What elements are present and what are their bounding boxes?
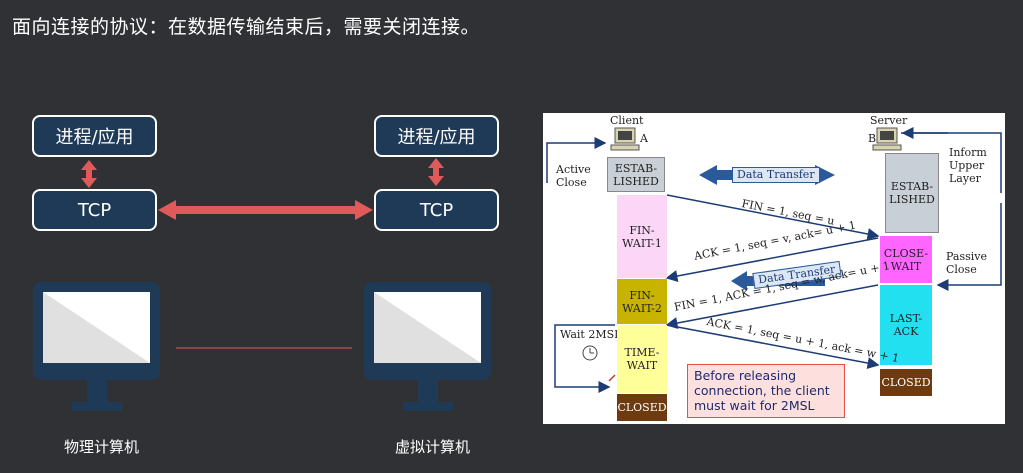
virtual-computer-label: 虚拟计算机 — [395, 438, 471, 456]
wait-2msl-label: Wait 2MSL — [560, 328, 622, 341]
server-state-close-wait: CLOSE- WAIT — [880, 236, 932, 283]
pointer-mark — [608, 374, 616, 382]
clock-icon — [582, 345, 598, 361]
tcp-label: TCP — [419, 199, 454, 221]
tcp-connection-arrow — [158, 200, 373, 220]
server-state-last-ack: LAST- ACK — [880, 285, 932, 365]
client-state-time-wait-label: TIME- WAIT — [624, 346, 660, 372]
vertical-arrow-right — [428, 158, 444, 186]
process-box-virtual: 进程/应用 — [374, 115, 499, 157]
server-state-closed: CLOSED — [880, 369, 932, 396]
page-title: 面向连接的协议：在数据传输结束后，需要关闭连接。 — [12, 16, 481, 38]
server-state-last-ack-label: LAST- ACK — [889, 312, 923, 338]
vertical-arrow-left — [81, 160, 97, 188]
server-label: Server — [870, 114, 908, 127]
active-close-label: Active Close — [556, 163, 591, 189]
tcp-box-virtual: TCP — [374, 189, 499, 231]
message-arrow-fin-ack — [665, 284, 879, 329]
client-label: Client — [610, 114, 644, 127]
client-pc-icon — [610, 127, 640, 151]
server-letter: B — [868, 132, 877, 145]
server-pc-icon — [872, 127, 902, 151]
message-arrow-fin — [666, 194, 880, 240]
inform-upper-label: Inform Upper Layer — [949, 146, 987, 185]
process-box-physical: 进程/应用 — [32, 115, 157, 157]
client-state-fin-wait-2-label: FIN- WAIT-2 — [622, 288, 662, 315]
active-close-arrow — [546, 137, 607, 183]
tcp-label: TCP — [77, 199, 112, 221]
tcp-box-physical: TCP — [32, 189, 157, 231]
client-state-time-wait: TIME- WAIT — [617, 325, 667, 393]
tcp-termination-figure: Client A Server B Active Close Passive C… — [543, 113, 1005, 424]
message-arrow-ack1 — [665, 237, 879, 282]
client-state-established-label: ESTAB- LISHED — [613, 161, 659, 188]
process-label: 进程/应用 — [55, 127, 134, 148]
client-state-fin-wait-1: FIN- WAIT-1 — [617, 195, 667, 278]
client-state-closed-label: CLOSED — [617, 401, 667, 414]
physical-computer-label: 物理计算机 — [64, 438, 140, 456]
client-state-fin-wait-1-label: FIN- WAIT-1 — [622, 223, 662, 250]
server-state-established-label: ESTAB- LISHED — [889, 180, 935, 206]
client-wait-note: Before releasing connection, the client … — [687, 364, 845, 418]
wait-2msl-arrow — [554, 324, 615, 393]
process-label: 进程/应用 — [397, 127, 476, 148]
virtual-computer-icon — [364, 282, 491, 411]
message-arrow-ack2 — [666, 324, 880, 369]
data-transfer-label-top: Data Transfer — [732, 167, 820, 183]
physical-computer-icon — [33, 282, 160, 411]
client-letter: A — [640, 132, 648, 145]
passive-close-label: Passive Close — [946, 250, 987, 276]
server-state-close-wait-label: CLOSE- WAIT — [883, 246, 929, 273]
client-state-established: ESTAB- LISHED — [607, 157, 665, 192]
passive-close-arrow — [936, 203, 1002, 291]
server-state-established: ESTAB- LISHED — [885, 153, 939, 233]
server-state-closed-label: CLOSED — [881, 376, 931, 389]
client-state-fin-wait-2: FIN- WAIT-2 — [617, 279, 667, 324]
client-state-closed: CLOSED — [617, 394, 667, 421]
